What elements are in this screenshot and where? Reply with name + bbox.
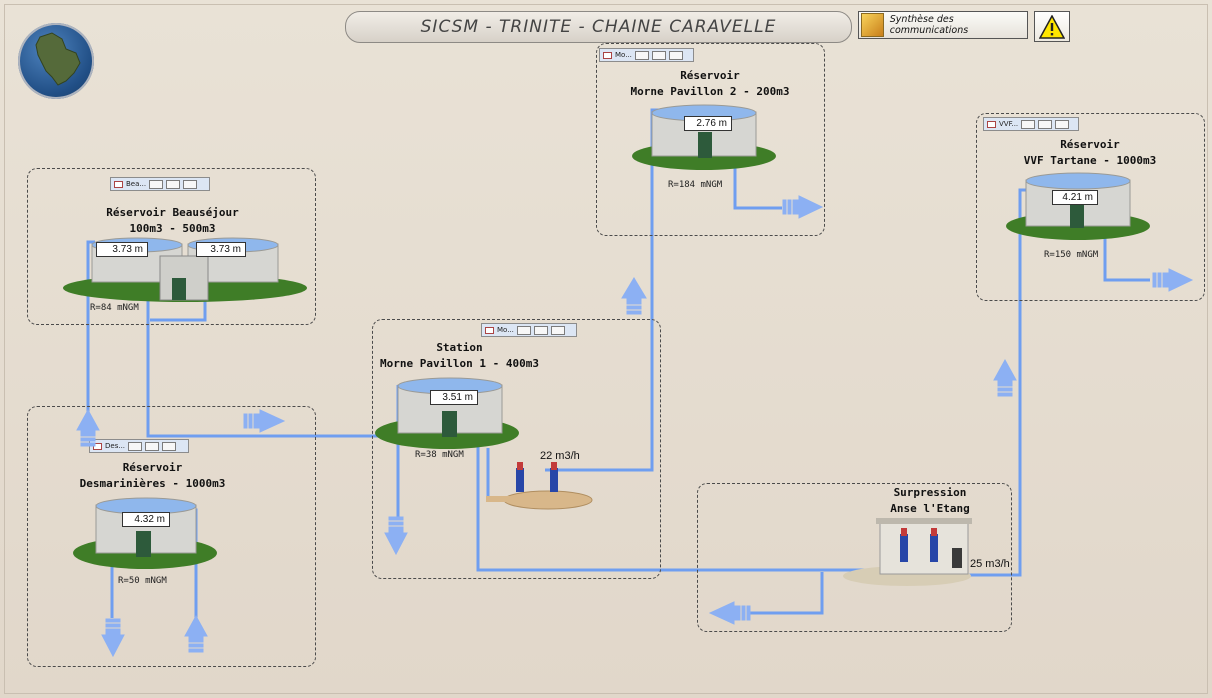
communications-label: Synthèse des communications <box>889 14 969 36</box>
alarm-button[interactable] <box>1034 11 1070 42</box>
panel-morne-pavillon-2 <box>596 43 825 236</box>
restore-icon[interactable] <box>516 325 531 335</box>
flow-arrow-icon <box>708 601 751 625</box>
close-icon[interactable] <box>550 325 565 335</box>
vvf-level: 4.21 m <box>1052 190 1098 205</box>
flow-arrow-icon <box>243 409 286 433</box>
warning-icon <box>1039 14 1065 39</box>
mp2-elevation: R=184 mNGM <box>668 180 723 190</box>
panel-desmarinieres <box>27 406 316 667</box>
mp1-mini-window[interactable]: Mo... <box>481 323 577 337</box>
vvf-elevation: R=150 mNGM <box>1044 250 1099 260</box>
mp2-mini-window[interactable]: Mo... <box>599 48 694 62</box>
mp1-flow: 22 m3/h <box>540 450 580 462</box>
flow-arrow-icon <box>384 516 408 556</box>
maximize-icon[interactable] <box>166 179 181 189</box>
mini-title: VVF... <box>999 120 1019 128</box>
trend-icon <box>603 51 612 59</box>
vvf-title: Réservoir VVF Tartane - 1000m3 <box>1023 138 1157 167</box>
flow-arrow-icon <box>782 195 824 219</box>
mini-title: Des... <box>105 442 126 450</box>
des-title: Réservoir Desmarinières - 1000m3 <box>79 461 226 490</box>
panel-anse-etang <box>697 483 1012 632</box>
restore-icon[interactable] <box>128 441 143 451</box>
maximize-icon[interactable] <box>1038 119 1053 129</box>
mp2-title: Réservoir Morne Pavillon 2 - 200m3 <box>630 69 790 98</box>
maximize-icon[interactable] <box>533 325 548 335</box>
beausejour-mini-window[interactable]: Bea... <box>110 177 210 191</box>
anse-flow: 25 m3/h <box>970 558 1010 570</box>
tank-icon <box>63 237 307 302</box>
beausejour-left-level: 3.73 m <box>96 242 148 257</box>
pump-icon <box>843 518 972 586</box>
trend-icon <box>987 120 996 128</box>
restore-icon[interactable] <box>149 179 164 189</box>
flow-arrow-icon <box>993 358 1017 397</box>
maximize-icon[interactable] <box>145 441 160 451</box>
mp1-title: Station Morne Pavillon 1 - 400m3 <box>380 341 539 370</box>
island-logo-icon <box>18 23 94 99</box>
page-title: SICSM - TRINITE - CHAINE CARAVELLE <box>345 11 852 43</box>
close-icon[interactable] <box>162 441 177 451</box>
beausejour-right-level: 3.73 m <box>196 242 246 257</box>
trend-icon <box>114 180 123 188</box>
close-icon[interactable] <box>668 50 683 60</box>
panel-beausejour <box>27 168 316 325</box>
pump-icon <box>486 462 593 510</box>
close-icon[interactable] <box>183 179 198 189</box>
close-icon[interactable] <box>1055 119 1070 129</box>
mini-title: Mo... <box>497 326 514 334</box>
flow-arrow-icon <box>101 618 125 658</box>
des-mini-window[interactable]: Des... <box>89 439 189 453</box>
mini-title: Bea... <box>126 180 147 188</box>
vvf-mini-window[interactable]: VVF... <box>983 117 1079 131</box>
panel-morne-pavillon-1 <box>372 319 661 579</box>
window-frame <box>4 4 1208 694</box>
des-elevation: R=50 mNGM <box>118 576 167 586</box>
panel-vvf-tartane <box>976 113 1205 301</box>
communications-button[interactable]: Synthèse des communications <box>858 11 1028 39</box>
flow-arrow-icon <box>621 277 647 315</box>
restore-icon[interactable] <box>1021 119 1036 129</box>
des-level: 4.32 m <box>122 512 170 527</box>
mp1-elevation: R=38 mNGM <box>415 450 464 460</box>
maximize-icon[interactable] <box>651 50 666 60</box>
mini-title: Mo... <box>615 51 632 59</box>
flow-arrow-icon <box>1152 268 1194 292</box>
mp2-level: 2.76 m <box>684 116 732 131</box>
communications-icon <box>861 13 884 37</box>
beausejour-elevation: R=84 mNGM <box>90 303 139 313</box>
beausejour-title: Réservoir Beauséjour 100m3 - 500m3 <box>106 206 239 235</box>
flow-arrow-icon <box>76 408 100 447</box>
anse-title: Surpression Anse l'Etang <box>890 486 970 515</box>
trend-icon <box>485 326 494 334</box>
restore-icon[interactable] <box>634 50 649 60</box>
tank-icon <box>375 377 519 449</box>
flow-arrow-icon <box>184 614 208 653</box>
mp1-level: 3.51 m <box>430 390 478 405</box>
